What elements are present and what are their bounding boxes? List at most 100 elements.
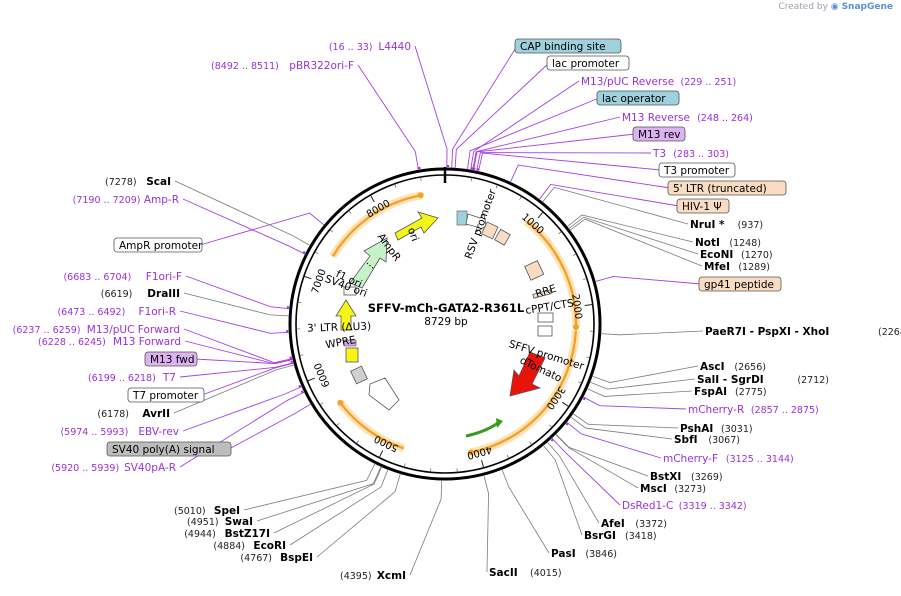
feature-arc (525, 220, 578, 328)
map-label[interactable]: T3 promoter (477, 152, 736, 178)
bp-minor-tick (506, 454, 510, 459)
feature-box (667, 180, 787, 196)
label-position: (6619) (101, 289, 133, 300)
label-position: (4884) (213, 541, 245, 552)
label-position: (7278) (105, 177, 137, 188)
map-label[interactable]: M13 Forward(6228 .. 6245) (38, 336, 294, 365)
map-label[interactable]: M13/pUC Forward(6237 .. 6259) (13, 324, 293, 364)
label-name: SV40pA-R (124, 462, 176, 474)
map-label[interactable]: pBR322ori-F(8492 .. 8511) (211, 60, 421, 171)
map-label[interactable]: EcoRI(4884) (213, 469, 389, 552)
map-label[interactable]: NruI *(937) (542, 186, 763, 231)
bp-minor-tick (586, 356, 591, 359)
map-label[interactable]: SpeI(5010) (174, 463, 376, 517)
label-position: (3418) (625, 531, 657, 542)
map-label[interactable]: lac operator (466, 90, 680, 170)
leader-line (454, 62, 550, 169)
map-label[interactable]: mCherry-R(2857 .. 2875) (582, 396, 819, 416)
map-label[interactable]: ScaI(7278) (105, 176, 311, 246)
label-name: SbfI (674, 434, 698, 446)
map-label[interactable]: BsrGI(3418) (542, 444, 657, 542)
map-label[interactable]: F1ori-F(6683 .. 6704) (63, 271, 290, 310)
map-label[interactable]: EcoNI(1270) (568, 216, 773, 261)
map-label[interactable]: CAP binding site (451, 38, 622, 169)
feature-name: T7 promoter (132, 390, 199, 402)
label-name: XcmI (377, 570, 406, 582)
map-label[interactable]: F1ori-R(6473 .. 6492) (57, 306, 290, 334)
leader-line (182, 198, 306, 255)
map-label[interactable]: M13 Reverse (248 .. 264) (472, 112, 753, 171)
feature-name: M13 rev (638, 129, 681, 141)
feature-arc (339, 402, 405, 450)
map-label[interactable]: BspEI(4767) (240, 473, 401, 564)
map-label[interactable]: HIV-1 Ψ (538, 183, 730, 214)
map-label[interactable]: SalI - SgrDI(2712) (589, 374, 829, 390)
ori-arrow (394, 211, 439, 241)
feature-arc-arrowhead (467, 449, 474, 456)
map-label[interactable]: M13 rev (473, 126, 686, 171)
label-position: (2268) (878, 327, 901, 338)
bp-tick-label: 1000 (519, 212, 545, 237)
feature-box (676, 198, 730, 214)
map-label[interactable]: NotI(1248) (566, 214, 761, 249)
map-label[interactable]: lac promoter (454, 55, 630, 169)
leader-line (473, 133, 636, 171)
map-label[interactable]: L4440(16 .. 33) (329, 41, 450, 169)
map-label[interactable]: AvrII(6178) (97, 364, 295, 420)
label-name: NruI * (690, 219, 725, 231)
label-name: AvrII (142, 408, 170, 420)
map-label[interactable]: Amp-R(7190 .. 7209) (73, 194, 306, 255)
label-name: Amp-R (144, 194, 179, 206)
label-name: T7 (162, 372, 176, 384)
map-label[interactable]: SV40 poly(A) signal (106, 403, 312, 457)
map-label[interactable]: DsRed1-C(3319 .. 3342) (550, 437, 747, 512)
map-label[interactable]: T7 promoter (127, 362, 295, 403)
map-label[interactable]: DraIII(6619) (101, 288, 290, 317)
map-label[interactable]: AfeI(3372) (546, 441, 667, 530)
leader-line (546, 441, 600, 524)
label-name: SwaI (225, 516, 253, 528)
label-position: (248 .. 264) (697, 113, 753, 124)
map-label[interactable]: EBV-rev(5974 .. 5993) (60, 384, 303, 438)
leader-line (555, 433, 639, 489)
t7-block (345, 347, 359, 363)
feature-name: 5' LTR (truncated) (673, 183, 767, 195)
label-position: (3846) (585, 549, 617, 560)
plasmid-length: 8729 bp (424, 316, 468, 328)
label-position: (5920 .. 5939) (51, 463, 119, 474)
map-label[interactable]: SacII(4015) (483, 474, 562, 579)
map-label[interactable]: AscI(2656) (591, 361, 766, 383)
map-label[interactable]: MscI(3273) (555, 433, 706, 495)
map-label[interactable]: SbfI(3067) (570, 416, 740, 446)
bp-minor-tick (297, 301, 302, 304)
label-name: MfeI (704, 261, 730, 273)
leader-line (228, 403, 312, 450)
map-label[interactable]: MfeI(1289) (569, 218, 770, 273)
label-name: T3 (652, 148, 666, 160)
feature-name: lac operator (602, 93, 666, 105)
map-label[interactable]: PasI(3846) (501, 469, 617, 560)
wpre-block (368, 377, 400, 411)
map-label[interactable]: BstZ17I(4944) (184, 466, 383, 540)
label-name: FspAI (694, 386, 727, 398)
map-label[interactable]: PshAI(3031) (572, 413, 753, 435)
label-name: NotI (695, 237, 720, 249)
map-label[interactable]: SwaI(4951) (187, 466, 382, 528)
hiv-psi-block (494, 228, 511, 246)
map-label[interactable]: M13/pUC Reverse(229 .. 251) (470, 76, 737, 171)
map-label[interactable]: T7(6199 .. 6218) (88, 360, 294, 384)
map-label[interactable]: gp41 peptide (595, 275, 782, 292)
feature-box (514, 38, 622, 54)
map-label[interactable]: M13 fwd (144, 351, 294, 367)
map-label[interactable]: PaeR7I - PspXI - XhoI(2268) (600, 326, 901, 338)
map-label[interactable]: XcmI(4395) (340, 479, 442, 582)
sffv-promoter-block (537, 312, 554, 323)
map-label[interactable]: 5' LTR (truncated) (509, 164, 787, 196)
map-label[interactable]: mCherry-F(3125 .. 3144) (565, 421, 794, 465)
map-label[interactable]: BstXI(3269) (555, 433, 723, 483)
map-label[interactable]: FspAI(2775) (586, 386, 767, 398)
leader-line (289, 469, 389, 546)
map-label[interactable]: AmpR promoter (113, 212, 325, 253)
label-position: (4015) (530, 568, 562, 579)
label-name: M13 Reverse (622, 112, 690, 124)
